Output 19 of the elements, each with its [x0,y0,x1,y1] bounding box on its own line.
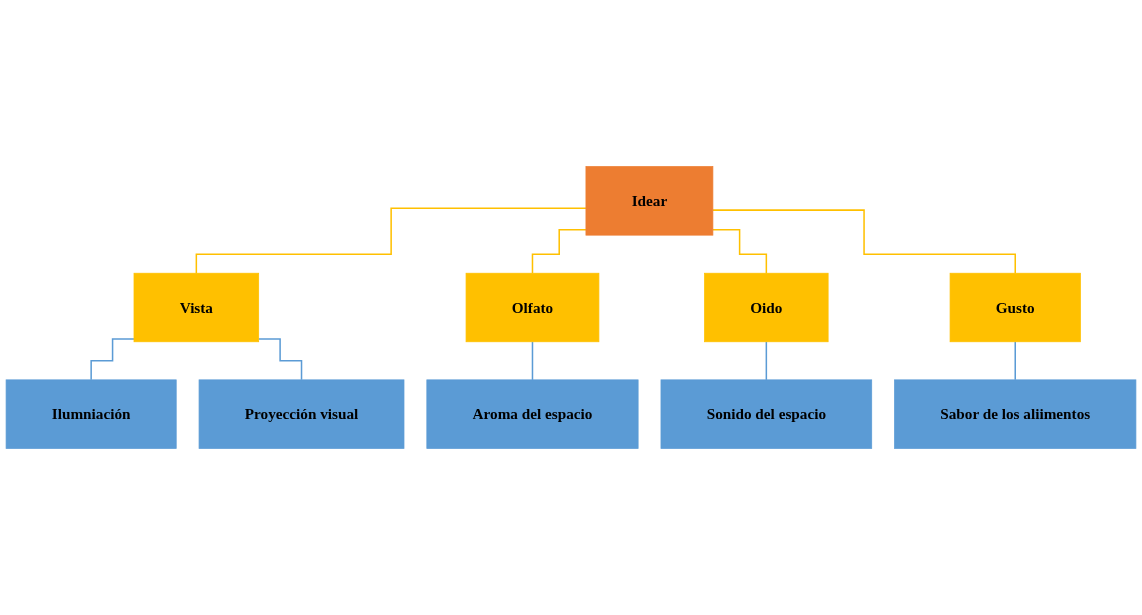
node-box: Ilumniación [5,379,177,449]
node-box: Olfato [465,272,600,343]
node-box: Gusto [949,272,1081,343]
connector [257,338,303,381]
connector [90,338,135,381]
connector [712,229,768,274]
connector [195,207,587,274]
node-box: Sabor de los aliimentos [894,379,1137,449]
connector [531,341,534,381]
connector [712,209,1016,274]
node-box: Aroma del espacio [426,379,639,449]
node-box: Sonido del espacio [660,379,873,449]
connector [531,229,587,274]
node-box: Proyección visual [198,379,405,449]
connector [765,341,768,381]
connector [1014,341,1016,381]
node-box: Vista [133,272,260,343]
node-box: Oido [704,272,829,343]
node-box: Idear [585,166,714,236]
